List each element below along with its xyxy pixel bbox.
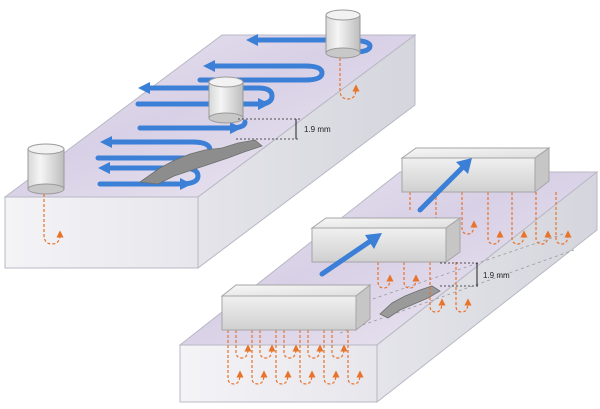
lower-probe-bar-top [400, 147, 551, 194]
lower-gap-dimension: 1.9 mm [440, 262, 510, 287]
lower-gap-label: 1.9 mm [483, 271, 510, 280]
upper-probe-center [208, 76, 244, 124]
lower-field-lines-front [227, 330, 364, 385]
lower-assembly: 1.9 mm [178, 147, 599, 404]
upper-defect-crack [138, 139, 263, 185]
lower-field-lines-middle [377, 262, 472, 313]
lower-defect-crack [379, 285, 441, 319]
lower-probe-bar-bottom [220, 283, 372, 332]
upper-probe-left [27, 143, 65, 195]
upper-field-lines [43, 58, 360, 245]
upper-assembly: 1.9 mm [3, 9, 417, 270]
lower-probe-bar-middle [310, 217, 462, 263]
upper-arrowheads [98, 34, 270, 190]
upper-gap-dimension: 1.9 mm [236, 118, 331, 140]
lower-scan-arrows [319, 158, 472, 277]
upper-gap-label: 1.9 mm [304, 125, 331, 134]
upper-probe-right [325, 9, 361, 59]
